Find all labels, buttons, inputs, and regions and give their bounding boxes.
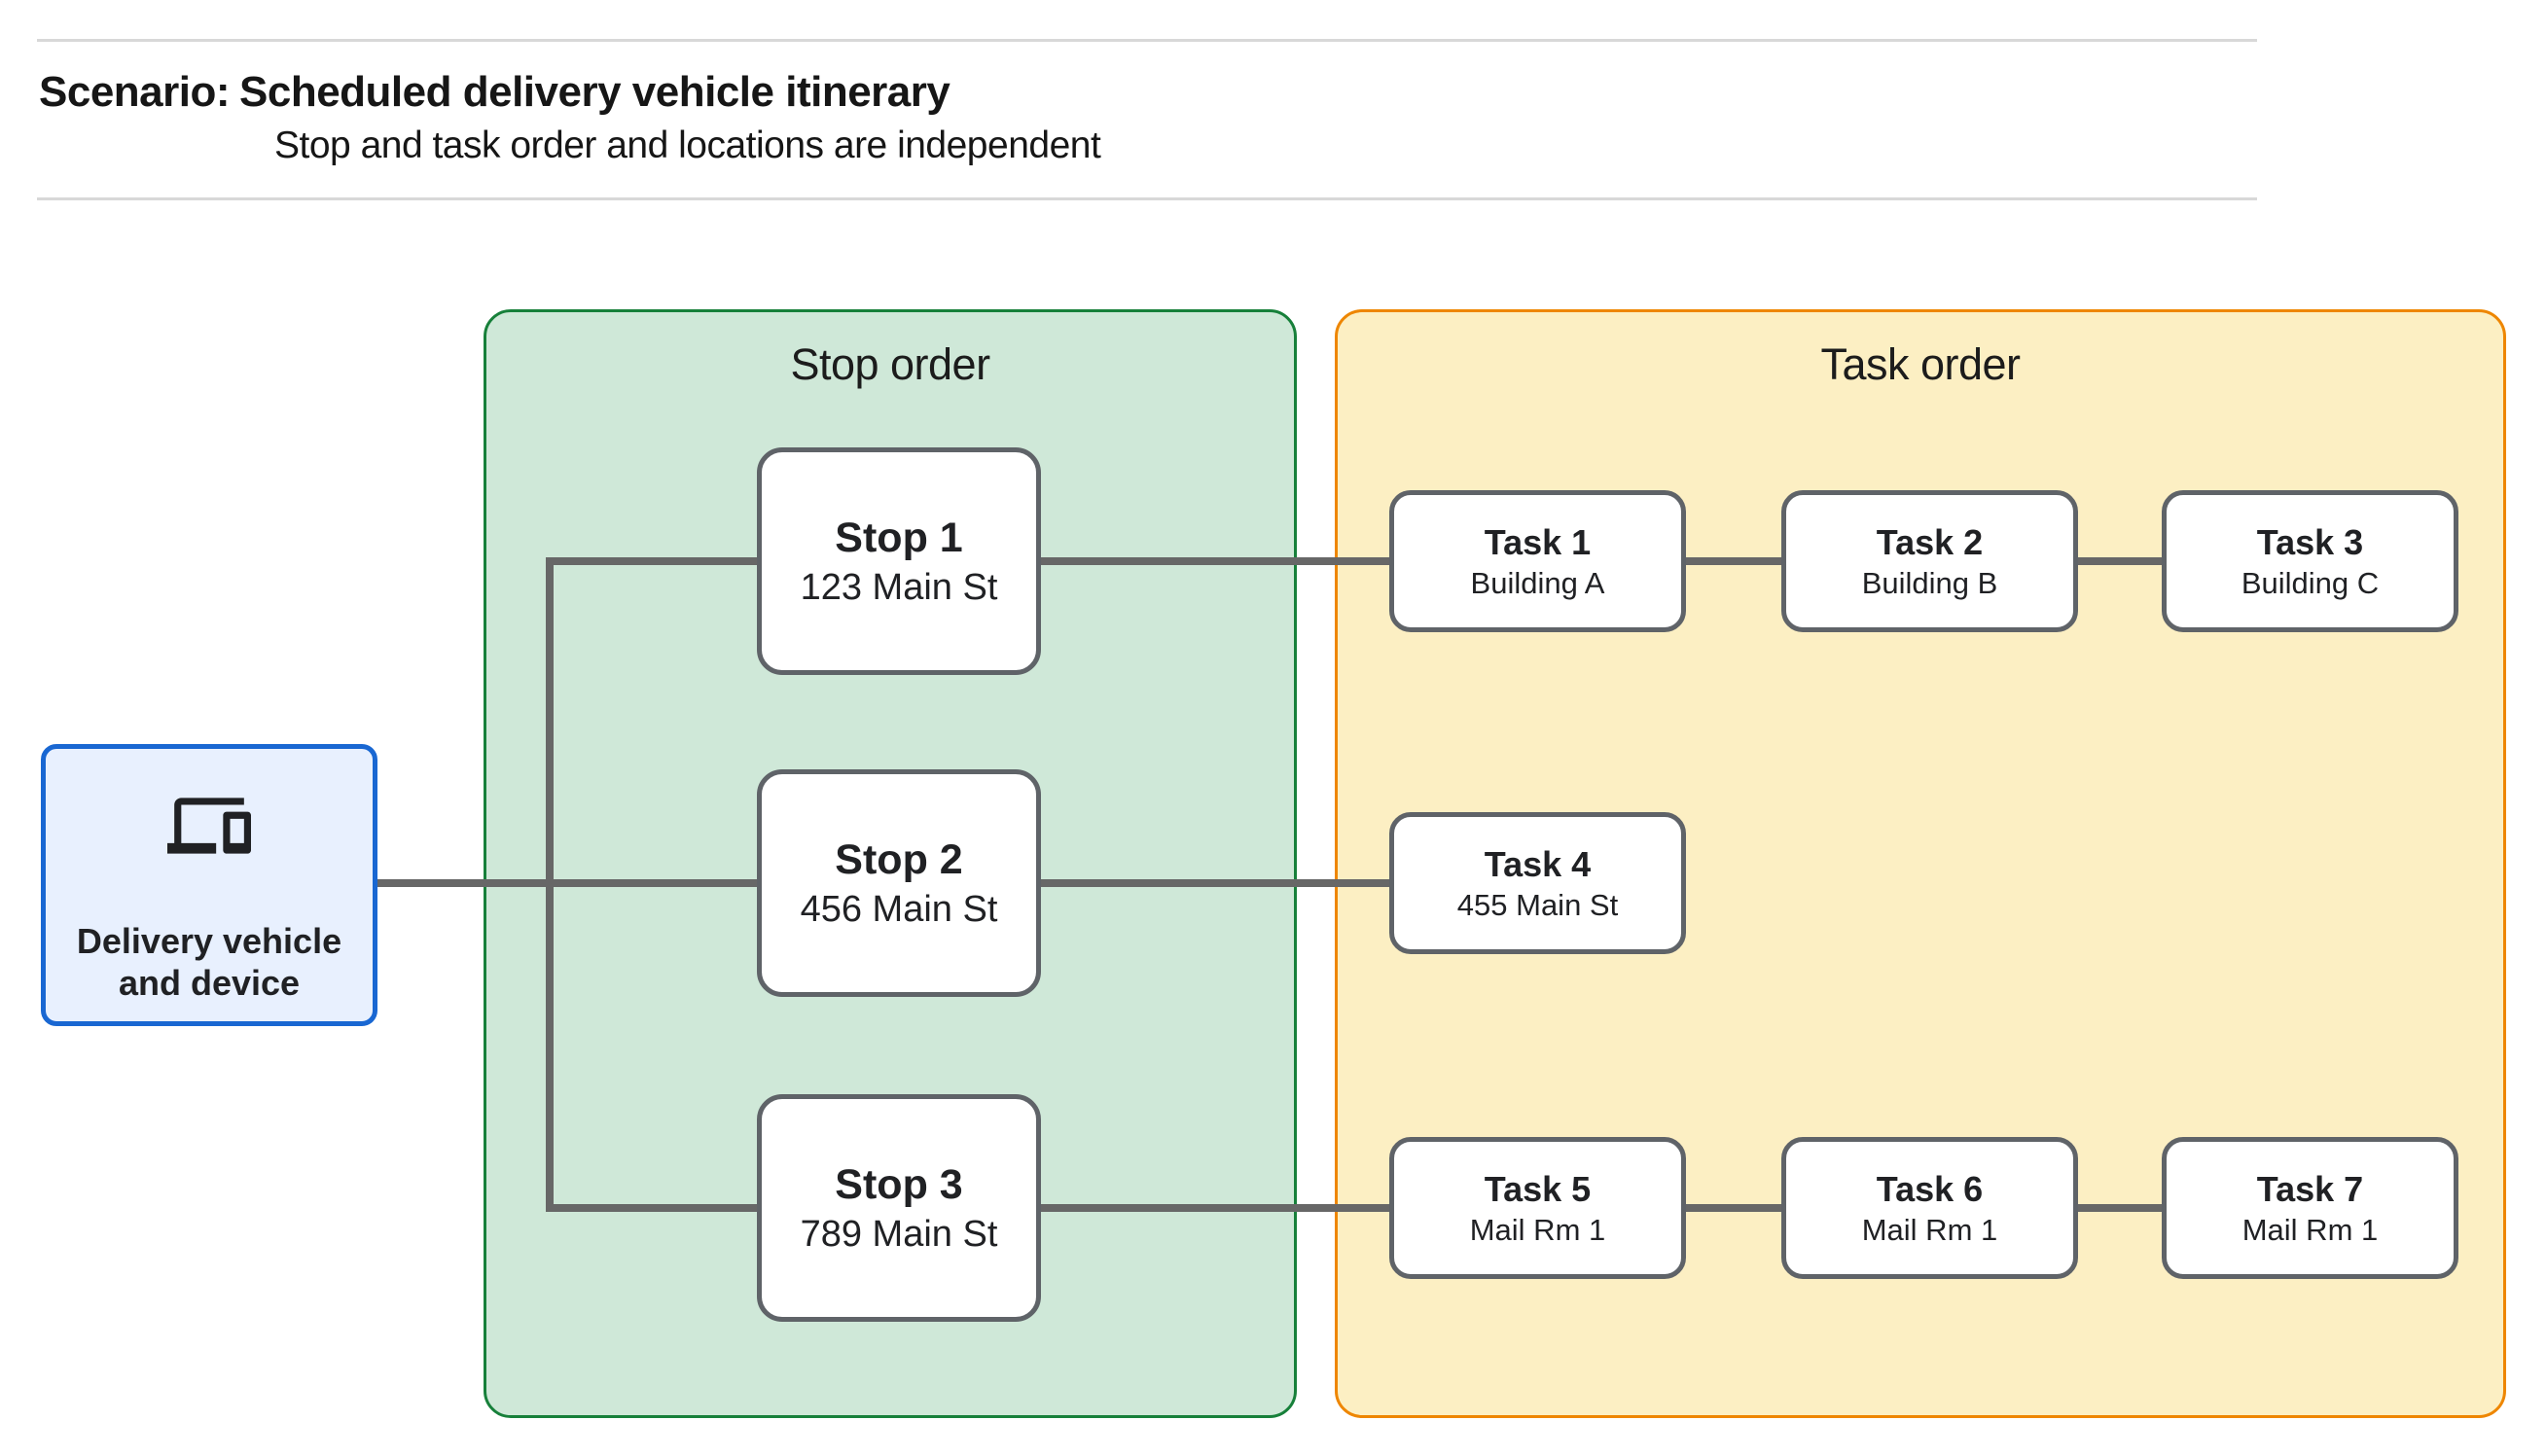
task-3-title: Task 3 (2256, 521, 2364, 562)
task-3-location: Building C (2241, 565, 2380, 600)
page-subtitle: Stop and task order and locations are in… (274, 124, 1101, 166)
connector-stop2-to-task4 (1041, 879, 1389, 887)
connector-vehicle-to-stops (375, 879, 757, 887)
task-5-node: Task 5 Mail Rm 1 (1389, 1137, 1686, 1279)
task-2-title: Task 2 (1876, 521, 1984, 562)
task-7-location: Mail Rm 1 (2241, 1212, 2379, 1247)
task-1-location: Building A (1470, 565, 1605, 600)
task-6-title: Task 6 (1876, 1168, 1984, 1209)
header-bottom-rule (37, 197, 2257, 200)
connector-stop1-to-task1 (1041, 557, 1389, 565)
stop-1-address: 123 Main St (800, 566, 998, 608)
stop-2-address: 456 Main St (800, 888, 998, 930)
stop-3-title: Stop 3 (835, 1160, 963, 1208)
task-order-panel-title: Task order (1820, 339, 2021, 389)
task-5-title: Task 5 (1484, 1168, 1592, 1209)
task-4-location: 455 Main St (1456, 887, 1619, 922)
connector-task6-to-task7 (2078, 1204, 2162, 1212)
connector-task2-to-task3 (2078, 557, 2162, 565)
task-6-location: Mail Rm 1 (1861, 1212, 1998, 1247)
connector-task1-to-task2 (1686, 557, 1781, 565)
page-title: Scenario:Scheduled delivery vehicle itin… (39, 68, 950, 117)
task-2-node: Task 2 Building B (1781, 490, 2078, 632)
stop-3-address: 789 Main St (800, 1213, 998, 1255)
task-1-node: Task 1 Building A (1389, 490, 1686, 632)
task-7-node: Task 7 Mail Rm 1 (2162, 1137, 2458, 1279)
stop-2-title: Stop 2 (835, 835, 963, 883)
scenario-title: Scheduled delivery vehicle itinerary (239, 68, 950, 116)
task-1-title: Task 1 (1484, 521, 1592, 562)
stop-order-panel-title: Stop order (790, 339, 990, 389)
connector-trunk-to-stop1 (546, 557, 757, 565)
delivery-vehicle-node: Delivery vehicle and device (41, 744, 377, 1026)
task-3-node: Task 3 Building C (2162, 490, 2458, 632)
connector-trunk-to-stop3 (546, 1204, 757, 1212)
task-6-node: Task 6 Mail Rm 1 (1781, 1137, 2078, 1279)
task-4-node: Task 4 455 Main St (1389, 812, 1686, 954)
vehicle-label-line1: Delivery vehicle (76, 921, 342, 961)
stop-3-node: Stop 3 789 Main St (757, 1094, 1041, 1322)
connector-stops-trunk (546, 557, 554, 1212)
vehicle-label-line2: and device (118, 963, 301, 1004)
connector-stop3-to-task5 (1041, 1204, 1389, 1212)
task-5-location: Mail Rm 1 (1469, 1212, 1606, 1247)
stop-1-node: Stop 1 123 Main St (757, 447, 1041, 675)
task-7-title: Task 7 (2256, 1168, 2364, 1209)
task-4-title: Task 4 (1484, 843, 1592, 884)
stop-1-title: Stop 1 (835, 514, 963, 561)
header-top-rule (37, 39, 2257, 42)
devices-icon (167, 798, 251, 854)
task-2-location: Building B (1861, 565, 1998, 600)
scenario-label: Scenario: (39, 68, 231, 116)
vehicle-label: Delivery vehicle and device (77, 920, 341, 1004)
stop-2-node: Stop 2 456 Main St (757, 769, 1041, 997)
connector-task5-to-task6 (1686, 1204, 1781, 1212)
